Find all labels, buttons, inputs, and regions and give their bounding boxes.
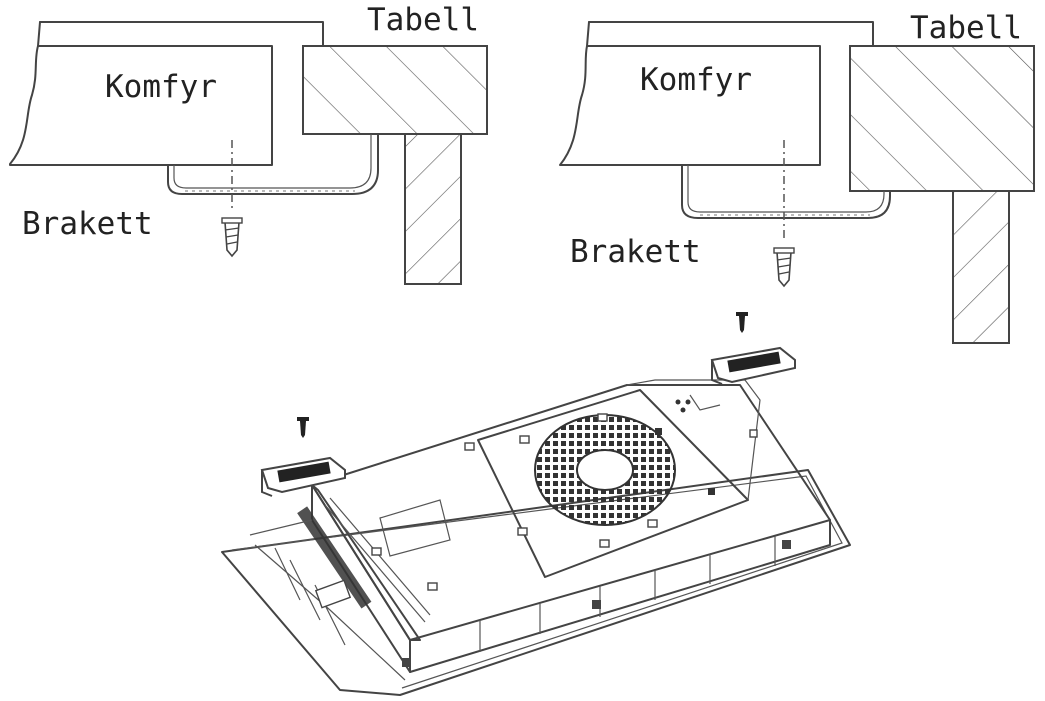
right-hob-label: Komfyr	[640, 62, 752, 98]
left-bracket	[167, 133, 379, 195]
left-bracket-label: Brakett	[22, 206, 153, 242]
right-cabinet-side	[952, 190, 1010, 344]
right-hob-body	[559, 45, 821, 166]
left-hob-top-edge	[39, 21, 324, 47]
right-countertop-label: Tabell	[910, 10, 1022, 46]
skirt-screws	[402, 540, 791, 667]
left-section-diagram: Komfyr Tabell Brakett	[9, 2, 488, 285]
left-screw-icon	[221, 217, 243, 258]
right-section-diagram: Komfyr Tabell Brakett	[559, 10, 1035, 344]
right-hob-top-edge	[588, 21, 874, 47]
left-cabinet-side	[404, 133, 462, 285]
left-countertop-section	[302, 45, 488, 135]
terminal-block	[311, 484, 421, 641]
fan-grille	[534, 414, 676, 526]
glass-plate	[221, 469, 851, 696]
hob-underside-illustration	[221, 312, 851, 696]
right-bracket	[681, 164, 891, 219]
left-hob-label: Komfyr	[105, 69, 217, 105]
right-clip-screw-icon	[736, 312, 748, 333]
right-countertop-section	[849, 45, 1035, 192]
left-clip-screw-icon	[297, 417, 309, 438]
right-bracket-label: Brakett	[570, 234, 701, 270]
left-hob-body	[9, 45, 273, 166]
rating-label	[379, 499, 451, 557]
right-clip-bracket	[710, 346, 796, 385]
right-screw-icon	[773, 247, 795, 288]
left-clip-bracket	[260, 456, 346, 497]
left-countertop-label: Tabell	[367, 2, 479, 38]
